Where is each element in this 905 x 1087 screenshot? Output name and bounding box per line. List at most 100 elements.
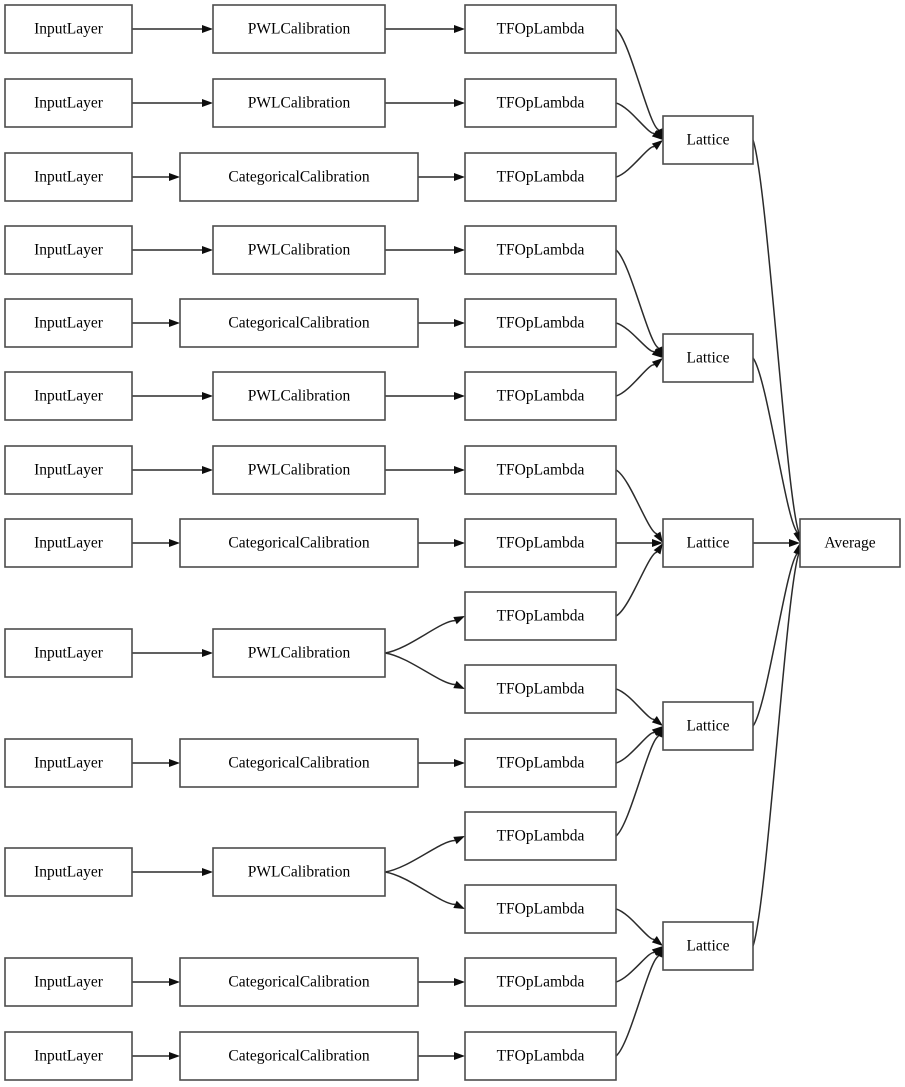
node-box[interactable] [464,884,617,934]
edge-in2-to-cal2 [132,99,213,107]
node-box[interactable] [662,333,754,383]
node-box[interactable] [212,78,386,128]
node-box[interactable] [662,701,754,751]
node-box[interactable] [662,518,754,568]
node-input-layer-in5[interactable]: InputLayer [4,298,133,348]
edge-in12-to-cal12 [132,978,180,986]
node-box[interactable] [799,518,901,568]
node-box[interactable] [464,78,617,128]
node-tfop-lambda-lam2[interactable]: TFOpLambda [464,78,617,128]
node-box[interactable] [179,152,419,202]
node-box[interactable] [179,957,419,1007]
node-box[interactable] [4,628,133,678]
node-tfop-lambda-lam14[interactable]: TFOpLambda [464,957,617,1007]
node-lattice-lat5[interactable]: Lattice [662,921,754,971]
arrowhead-icon [169,759,180,767]
node-box[interactable] [4,4,133,54]
node-box[interactable] [4,957,133,1007]
node-average-avg[interactable]: Average [799,518,901,568]
node-box[interactable] [464,4,617,54]
node-categorical-calibration-cal5[interactable]: CategoricalCalibration [179,298,419,348]
node-input-layer-in10[interactable]: InputLayer [4,738,133,788]
node-box[interactable] [212,628,386,678]
node-box[interactable] [4,78,133,128]
node-tfop-lambda-lam11[interactable]: TFOpLambda [464,738,617,788]
node-box[interactable] [4,518,133,568]
node-pwlcalibration-cal1[interactable]: PWLCalibration [212,4,386,54]
node-tfop-lambda-lam1[interactable]: TFOpLambda [464,4,617,54]
node-input-layer-in13[interactable]: InputLayer [4,1031,133,1081]
node-pwlcalibration-cal4[interactable]: PWLCalibration [212,225,386,275]
node-input-layer-in4[interactable]: InputLayer [4,225,133,275]
node-categorical-calibration-cal3[interactable]: CategoricalCalibration [179,152,419,202]
node-tfop-lambda-lam10[interactable]: TFOpLambda [464,664,617,714]
node-box[interactable] [464,225,617,275]
node-box[interactable] [464,811,617,861]
node-tfop-lambda-lam4[interactable]: TFOpLambda [464,225,617,275]
node-box[interactable] [179,518,419,568]
node-box[interactable] [179,738,419,788]
node-tfop-lambda-lam6[interactable]: TFOpLambda [464,371,617,421]
node-input-layer-in7[interactable]: InputLayer [4,445,133,495]
node-lattice-lat4[interactable]: Lattice [662,701,754,751]
node-box[interactable] [464,152,617,202]
node-pwlcalibration-cal6[interactable]: PWLCalibration [212,371,386,421]
node-tfop-lambda-lam12[interactable]: TFOpLambda [464,811,617,861]
node-box[interactable] [464,591,617,641]
node-box[interactable] [4,225,133,275]
node-box[interactable] [662,115,754,165]
node-categorical-calibration-cal12[interactable]: CategoricalCalibration [179,957,419,1007]
node-pwlcalibration-cal11[interactable]: PWLCalibration [212,847,386,897]
node-input-layer-in9[interactable]: InputLayer [4,628,133,678]
node-tfop-lambda-lam5[interactable]: TFOpLambda [464,298,617,348]
node-box[interactable] [464,298,617,348]
node-tfop-lambda-lam15[interactable]: TFOpLambda [464,1031,617,1081]
node-box[interactable] [464,1031,617,1081]
node-tfop-lambda-lam13[interactable]: TFOpLambda [464,884,617,934]
node-box[interactable] [464,371,617,421]
node-categorical-calibration-cal13[interactable]: CategoricalCalibration [179,1031,419,1081]
node-box[interactable] [179,298,419,348]
node-box[interactable] [4,152,133,202]
node-input-layer-in2[interactable]: InputLayer [4,78,133,128]
node-input-layer-in8[interactable]: InputLayer [4,518,133,568]
node-tfop-lambda-lam3[interactable]: TFOpLambda [464,152,617,202]
edge-line [384,619,456,654]
node-pwlcalibration-cal9[interactable]: PWLCalibration [212,628,386,678]
node-box[interactable] [4,1031,133,1081]
node-box[interactable] [4,445,133,495]
node-box[interactable] [464,445,617,495]
node-categorical-calibration-cal8[interactable]: CategoricalCalibration [179,518,419,568]
node-input-layer-in6[interactable]: InputLayer [4,371,133,421]
node-pwlcalibration-cal7[interactable]: PWLCalibration [212,445,386,495]
arrowhead-icon [651,946,663,956]
node-box[interactable] [4,371,133,421]
node-box[interactable] [212,445,386,495]
node-lattice-lat2[interactable]: Lattice [662,333,754,383]
node-lattice-lat1[interactable]: Lattice [662,115,754,165]
node-input-layer-in1[interactable]: InputLayer [4,4,133,54]
node-box[interactable] [212,371,386,421]
node-box[interactable] [464,738,617,788]
node-box[interactable] [212,4,386,54]
node-input-layer-in3[interactable]: InputLayer [4,152,133,202]
node-box[interactable] [212,225,386,275]
node-tfop-lambda-lam8[interactable]: TFOpLambda [464,518,617,568]
node-tfop-lambda-lam9[interactable]: TFOpLambda [464,591,617,641]
node-box[interactable] [662,921,754,971]
node-pwlcalibration-cal2[interactable]: PWLCalibration [212,78,386,128]
node-tfop-lambda-lam7[interactable]: TFOpLambda [464,445,617,495]
node-categorical-calibration-cal10[interactable]: CategoricalCalibration [179,738,419,788]
node-box[interactable] [464,518,617,568]
node-box[interactable] [464,664,617,714]
node-input-layer-in12[interactable]: InputLayer [4,957,133,1007]
node-box[interactable] [464,957,617,1007]
node-box[interactable] [179,1031,419,1081]
node-box[interactable] [4,847,133,897]
node-box[interactable] [4,298,133,348]
node-input-layer-in11[interactable]: InputLayer [4,847,133,897]
node-label: InputLayer [34,242,104,259]
node-box[interactable] [4,738,133,788]
node-lattice-lat3[interactable]: Lattice [662,518,754,568]
node-box[interactable] [212,847,386,897]
